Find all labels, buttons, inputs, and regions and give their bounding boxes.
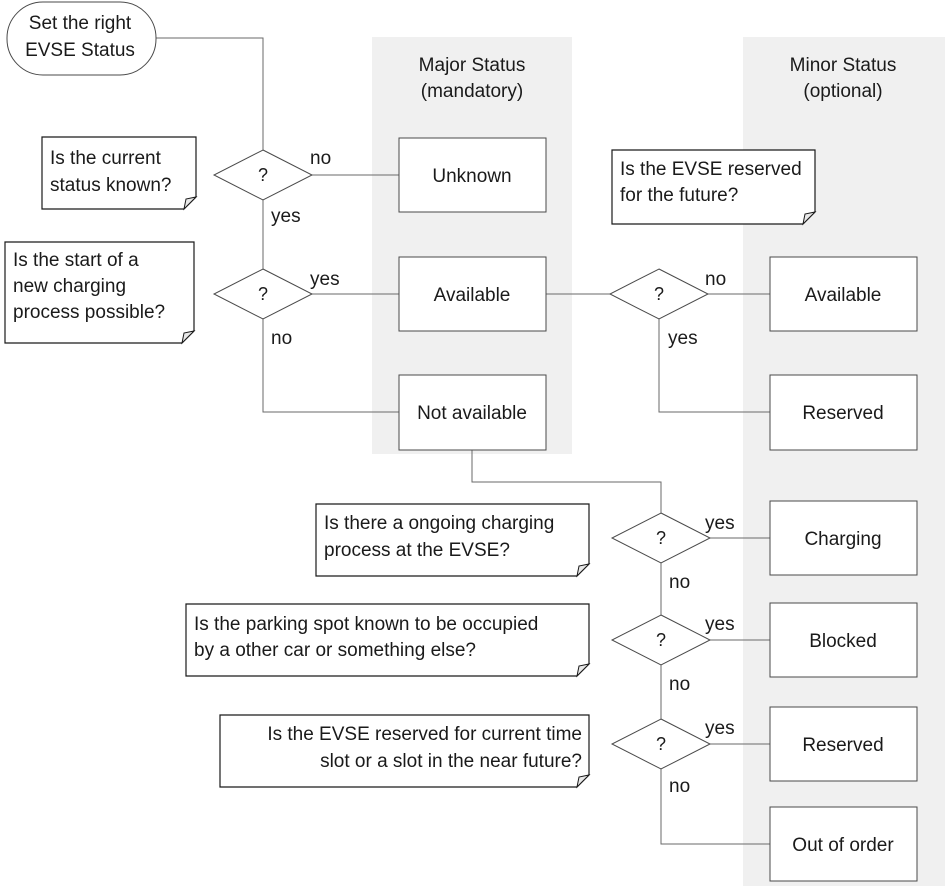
connector-d2-not-available	[262, 319, 399, 413]
decision-d2	[212, 268, 314, 320]
note-start-possible-fold	[181, 330, 196, 345]
major-box-not-available	[398, 374, 547, 451]
decision-d6-symbol: ?	[656, 734, 666, 754]
note-reserved-future: Is the EVSE reserved for the future?	[611, 149, 817, 226]
edge-label-d3-no: no	[705, 269, 726, 290]
connectors	[156, 37, 770, 845]
decision-d3-symbol: ?	[654, 284, 664, 304]
note-occupied-line1: Is the parking spot known to be occupied	[194, 614, 538, 635]
edge-label-d4-no: no	[669, 572, 690, 593]
decision-d4	[610, 512, 712, 564]
decision-d2-symbol: ?	[258, 284, 268, 304]
note-occupied: Is the parking spot known to be occupied…	[185, 603, 591, 678]
note-reserved-now-line1: Is the EVSE reserved for current time	[267, 724, 582, 745]
note-reserved-future-fold	[802, 211, 817, 226]
note-known: Is the current status known?	[41, 136, 198, 211]
edge-label-d2-yes: yes	[310, 269, 340, 290]
edge-label-d5-yes: yes	[705, 614, 735, 635]
edge-label-d2-no: no	[271, 328, 292, 349]
major-box-unknown	[398, 137, 547, 213]
edge-label-d6-yes: yes	[705, 718, 735, 739]
major-status-header-line2: (mandatory)	[421, 81, 523, 102]
note-ongoing-line1: Is there a ongoing charging	[324, 513, 554, 534]
edge-label-d3-yes: yes	[668, 328, 698, 349]
decision-d5-symbol: ?	[656, 630, 666, 650]
minor-box-reserved-bottom-label: Reserved	[802, 735, 883, 756]
note-reserved-now-line2: slot or a slot in the near future?	[320, 751, 582, 772]
minor-status-header-line2: (optional)	[803, 81, 882, 102]
connector-not-available-d4	[471, 450, 662, 513]
note-occupied-line2: by a other car or something else?	[194, 640, 476, 661]
minor-box-charging	[769, 500, 918, 576]
minor-box-reserved-top	[769, 374, 918, 451]
note-start-possible-line2: new charging	[13, 276, 126, 297]
minor-box-out-of-order-label: Out of order	[792, 835, 894, 856]
note-known-line2: status known?	[50, 175, 171, 196]
minor-box-blocked	[769, 602, 918, 678]
start-label-line2: EVSE Status	[25, 40, 135, 61]
minor-box-available	[769, 256, 918, 332]
major-status-header-line1: Major Status	[419, 55, 526, 76]
connector-start-to-d1	[156, 37, 264, 150]
major-box-not-available-label: Not available	[417, 403, 527, 424]
minor-box-reserved-bottom	[769, 706, 918, 782]
minor-status-header-line1: Minor Status	[790, 55, 897, 76]
note-start-possible-line3: process possible?	[13, 302, 165, 323]
note-known-line1: Is the current	[50, 148, 162, 169]
edge-label-d4-yes: yes	[705, 513, 735, 534]
minor-box-blocked-label: Blocked	[809, 631, 877, 652]
connector-d3-reserved	[658, 319, 770, 413]
start-label-line1: Set the right	[29, 13, 132, 34]
minor-box-charging-label: Charging	[804, 529, 881, 550]
note-ongoing-line2: process at the EVSE?	[324, 540, 510, 561]
major-box-available-label: Available	[434, 285, 511, 306]
note-ongoing-fold	[576, 563, 591, 578]
note-reserved-future-line2: for the future?	[620, 185, 738, 206]
start-terminal	[6, 1, 157, 76]
edge-label-d1-no: no	[310, 148, 331, 169]
minor-box-reserved-top-label: Reserved	[802, 403, 883, 424]
note-ongoing: Is there a ongoing charging process at t…	[315, 503, 591, 578]
decision-d1	[212, 149, 314, 201]
minor-box-available-label: Available	[805, 285, 882, 306]
note-reserved-future-line1: Is the EVSE reserved	[620, 159, 802, 180]
note-known-fold	[183, 196, 198, 211]
decision-d1-symbol: ?	[258, 165, 268, 185]
edge-label-d6-no: no	[669, 776, 690, 797]
note-reserved-now: Is the EVSE reserved for current time sl…	[219, 714, 591, 789]
note-start-possible: Is the start of a new charging process p…	[4, 241, 196, 345]
note-start-possible-line1: Is the start of a	[13, 250, 139, 271]
decision-d5	[610, 614, 712, 666]
note-occupied-fold	[576, 663, 591, 678]
decision-d4-symbol: ?	[656, 528, 666, 548]
decision-d6	[610, 718, 712, 770]
minor-box-out-of-order	[769, 806, 918, 882]
edge-label-d5-no: no	[669, 674, 690, 695]
decision-d3	[608, 268, 710, 320]
connector-d6-out-of-order	[660, 769, 770, 845]
major-box-available	[398, 256, 547, 332]
major-box-unknown-label: Unknown	[432, 166, 511, 187]
note-reserved-now-fold	[576, 774, 591, 789]
edge-label-d1-yes: yes	[271, 206, 301, 227]
